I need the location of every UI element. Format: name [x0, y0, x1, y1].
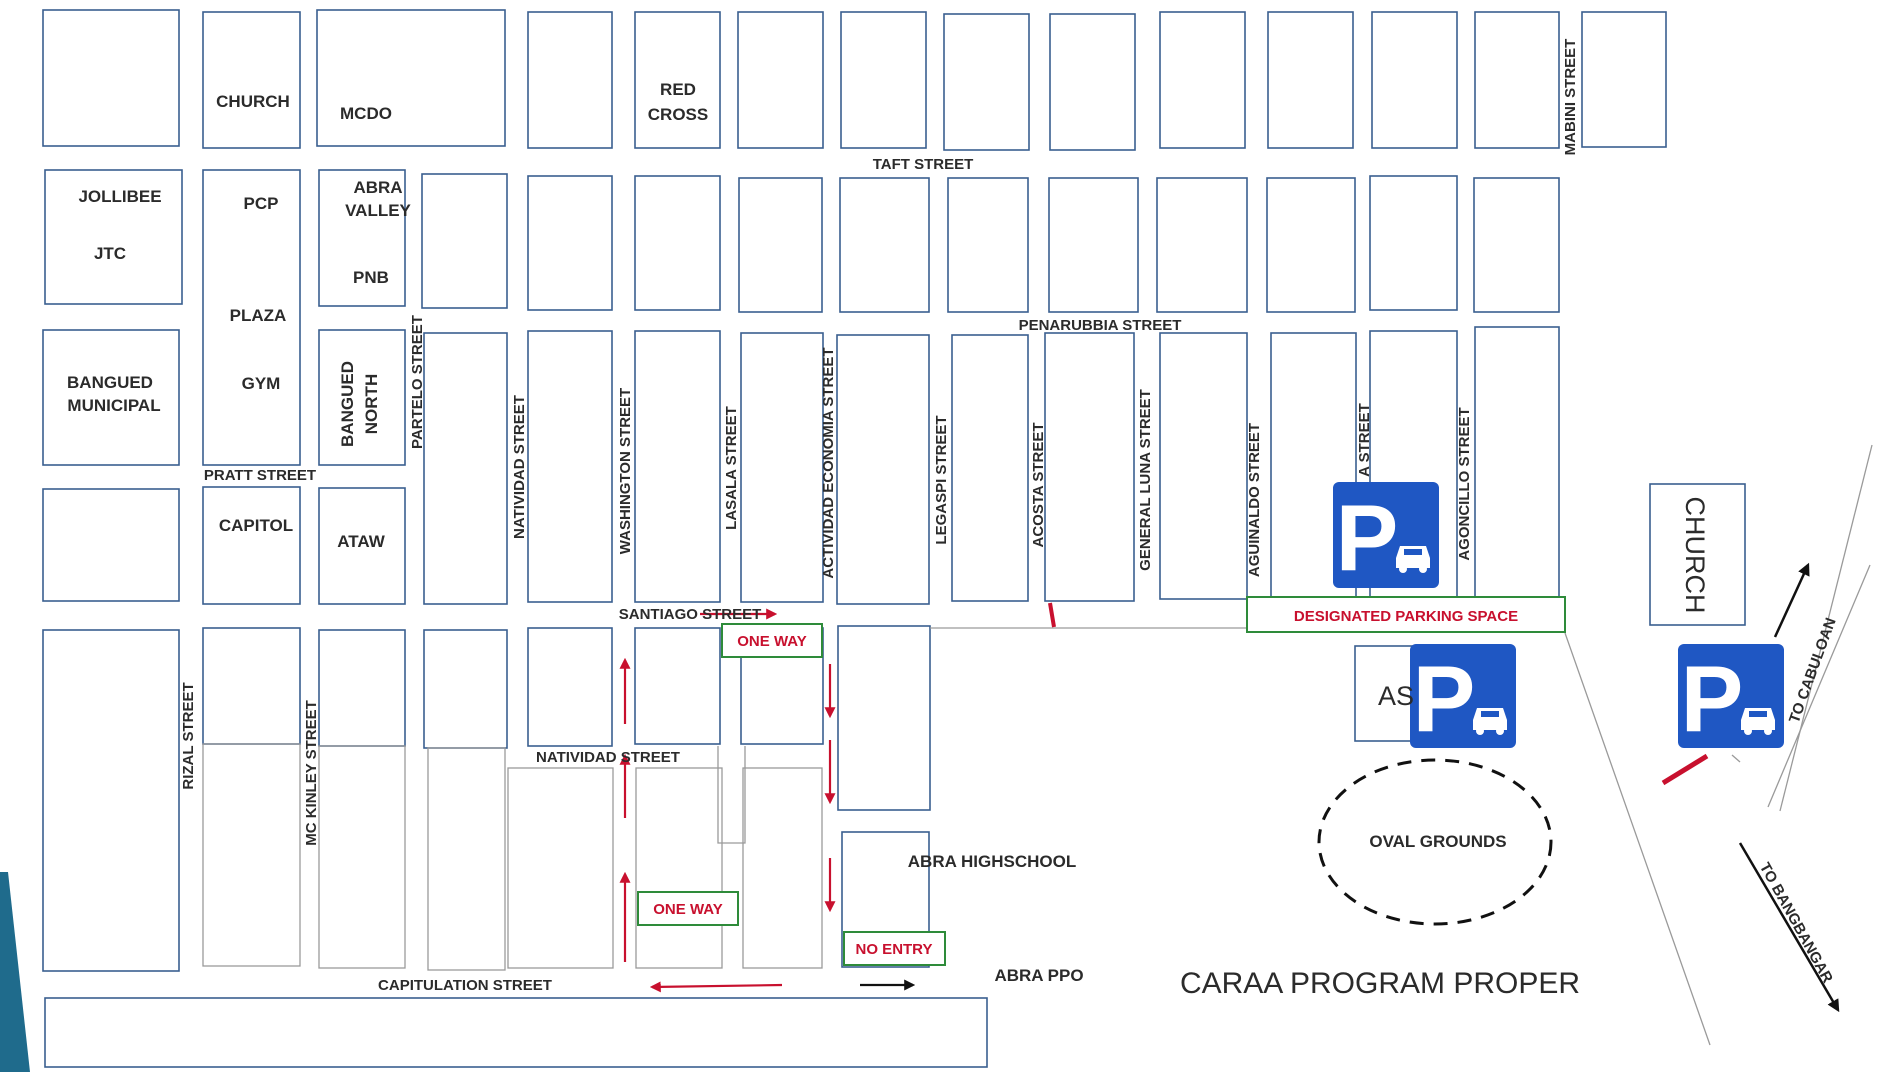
taft-street-label: TAFT STREET [873, 156, 974, 173]
bangued-north-label-1: BANGUED [338, 361, 357, 447]
natividad-street-h-label: NATIVIDAD STREET [536, 749, 680, 766]
sign-labels: ONE WAY ONE WAY NO ENTRY DESIGNATED PARK… [653, 608, 1518, 958]
ataw-label: ATAW [337, 532, 385, 551]
direction-arrow-bangbangar [1738, 842, 1840, 1013]
washington-street-label: WASHINGTON STREET [617, 388, 634, 554]
place-labels: CHURCH MCDO RED CROSS JOLLIBEE JTC PCP A… [67, 80, 1710, 985]
svg-text:P: P [1681, 646, 1744, 751]
caraa-program-title: CARAA PROGRAM PROPER [1180, 967, 1580, 1000]
church-top-label: CHURCH [216, 92, 290, 111]
general-luna-street-label: GENERAL LUNA STREET [1137, 389, 1154, 571]
lasala-street-label: LASALA STREET [723, 406, 740, 530]
legaspi-street-label: LEGASPI STREET [933, 415, 950, 544]
pratt-street-label: PRATT STREET [204, 467, 316, 484]
designated-parking-box [1246, 596, 1566, 633]
street-labels: TAFT STREET MABINI STREET PENARUBBIA STR… [180, 39, 1579, 994]
capitol-label: CAPITOL [219, 516, 293, 535]
gym-label: GYM [242, 374, 281, 393]
parking-sign-3: P [1678, 644, 1784, 751]
church-right-label: CHURCH [1680, 497, 1710, 614]
acosta-street-label: ACOSTA STREET [1030, 422, 1047, 547]
mcdo-label: MCDO [340, 104, 392, 123]
as-label: AS [1378, 681, 1414, 711]
svg-text:P: P [1413, 646, 1476, 751]
pnb-label: PNB [353, 268, 389, 287]
actividad-street-label: ACTIVIDAD ECONOMIA STREET [820, 347, 837, 578]
mc-kinley-street-label: MC KINLEY STREET [303, 700, 320, 846]
plaza-label: PLAZA [230, 306, 287, 325]
parking-sign-1: P [1333, 482, 1439, 590]
parking-sign-2: P [1410, 644, 1516, 751]
no-entry-label: NO ENTRY [856, 941, 933, 958]
jtc-label: JTC [94, 244, 126, 263]
oval-grounds [1317, 758, 1553, 926]
jollibee-label: JOLLIBEE [78, 187, 161, 206]
corner-decoration [0, 872, 30, 1072]
one-way-box-top [721, 623, 823, 658]
red-cross-label-1: RED [660, 80, 696, 99]
oval-grounds-label: OVAL GROUNDS [1369, 832, 1506, 851]
red-cross-label-2: CROSS [648, 105, 708, 124]
blocks-row-2 [44, 169, 1560, 466]
acosta-red-marker [1048, 602, 1056, 628]
designated-parking-label: DESIGNATED PARKING SPACE [1294, 608, 1518, 625]
santiago-street-label: SANTIAGO STREET [619, 606, 762, 623]
to-cabuloan-label: TO CABULOAN [1786, 616, 1840, 726]
bangued-north-label-2: NORTH [362, 374, 381, 434]
one-way-box-bottom [637, 891, 739, 926]
abra-valley-label-1: ABRA [353, 178, 402, 197]
one-way-top-label: ONE WAY [737, 633, 806, 650]
bangued-municipal-label-1: BANGUED [67, 373, 153, 392]
one-way-arrows [619, 608, 836, 993]
natividad-street-v-label: NATIVIDAD STREET [511, 395, 528, 539]
aguinaldo-street-label: AGUINALDO STREET [1246, 423, 1263, 577]
abra-ppo-label: ABRA PPO [994, 966, 1083, 985]
agoncillo-street-label: AGONCILLO STREET [1456, 407, 1473, 560]
abra-valley-label-2: VALLEY [345, 201, 411, 220]
capitulation-street-label: CAPITULATION STREET [378, 977, 552, 994]
road-red-marker [1661, 753, 1709, 786]
svg-text:P: P [1336, 485, 1399, 590]
rizal-street-label: RIZAL STREET [180, 682, 197, 789]
a-street-label: A STREET [1356, 403, 1373, 477]
to-bangbangar-label: TO BANGBANGAR [1756, 860, 1836, 986]
bangued-municipal-label-2: MUNICIPAL [67, 396, 160, 415]
pcp-label: PCP [244, 194, 279, 213]
blocks-row-1 [42, 9, 1667, 151]
penarubbia-street-label: PENARUBBIA STREET [1019, 317, 1182, 334]
partelo-street-label: PARTELO STREET [409, 315, 426, 449]
abra-highschool-label: ABRA HIGHSCHOOL [908, 852, 1076, 871]
no-entry-box [843, 931, 946, 966]
mabini-street-label: MABINI STREET [1562, 39, 1579, 156]
direction-arrow-cabuloan [1773, 562, 1810, 638]
blocks-row-3 [42, 326, 1560, 605]
one-way-bottom-label: ONE WAY [653, 901, 722, 918]
